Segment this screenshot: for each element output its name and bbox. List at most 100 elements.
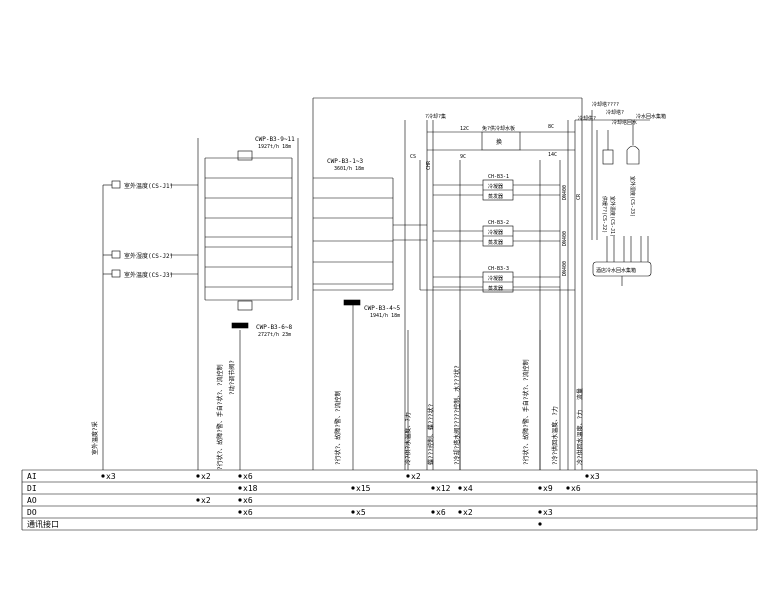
io-point-count: x2 <box>201 472 211 481</box>
top-label-3: 冷却供? <box>578 115 596 122</box>
signal-note-texts: 室外温度?采 ?行状?、故障?警、手自?状?、?流控制 ?动?调节阀? ?行状?… <box>91 359 584 470</box>
pump-b-top-spec: 3601/h 18m <box>334 166 364 172</box>
note-cold-return: 冷?供回水温度、?力 <box>576 410 584 465</box>
io-point-dot <box>351 486 355 490</box>
chiller-3-label: CH-B3-3 <box>488 266 509 272</box>
pipe-label-dn400-3: DN400 <box>562 261 568 276</box>
io-point-count: x9 <box>543 484 553 493</box>
io-point-count: x6 <box>243 496 253 505</box>
note-tower-valve: ?冷却?塔水阀?????控制、水???状? <box>453 365 461 465</box>
io-point-count: x3 <box>543 508 553 517</box>
note-chilled-temp: 冷?供?水温度、?力 <box>404 412 412 465</box>
right-vlabel-2: 室外温度(CS-J1) <box>609 196 616 237</box>
io-point-count: x2 <box>411 472 421 481</box>
storage-tank <box>626 145 640 165</box>
pump-b-bottom-label: CWP-B3-4~5 <box>364 305 401 312</box>
pipe-label-9c: 9C <box>460 154 466 160</box>
io-point-dot <box>431 510 435 514</box>
heat-exchanger-box <box>481 131 521 151</box>
note-flow: 流量 <box>576 388 584 400</box>
io-point-dot <box>458 510 462 514</box>
pump-a-bottom-spec: 2727t/h 23m <box>258 332 291 338</box>
pipe-label-8c: 8C <box>548 124 554 130</box>
heat-exchanger-sub: 换 <box>496 138 502 146</box>
pipe-vertical-labels: DN400 DN400 DN400 CHR CR 供暖??(CS-J2) 室外温… <box>426 160 636 276</box>
io-point-count: x12 <box>436 484 451 493</box>
io-point-dot <box>566 486 570 490</box>
sensor-label-3: 室外温度(CS-J3) <box>124 271 173 279</box>
row-label: DO <box>27 508 37 517</box>
chiller-1-label: CH-B3-1 <box>488 174 509 180</box>
note-cold-supply: ?冷?供回水温度、?力 <box>551 406 559 465</box>
io-point-dot <box>406 474 410 478</box>
io-point-dot <box>238 486 242 490</box>
right-vlabel-1: 供暖??(CS-J2) <box>601 196 608 233</box>
chiller-1-evap: 蒸发器 <box>488 193 503 200</box>
top-label-1: 冷却塔???? <box>592 101 619 108</box>
chiller-1-cond: 冷凝器 <box>488 183 503 190</box>
chiller-3-evap: 蒸发器 <box>488 285 503 292</box>
return-tank-label: 酒店冷水回水集箱 <box>596 267 636 274</box>
pipe-label-chr: CHR <box>426 160 432 170</box>
io-point-count: x2 <box>201 496 211 505</box>
row-label: DI <box>27 484 37 493</box>
io-point-dot <box>238 474 242 478</box>
signal-notes <box>239 305 541 470</box>
sensor-label-1: 室外温度(CS-J1) <box>124 182 173 190</box>
io-point-dot <box>351 510 355 514</box>
io-point-count: x6 <box>571 484 581 493</box>
io-point-count: x18 <box>243 484 258 493</box>
sensor-box-2 <box>111 250 121 259</box>
pump-indicator-b <box>343 299 361 306</box>
io-point-dot <box>238 498 242 502</box>
pump-a-top-label: CWP-B3-9~11 <box>255 136 295 143</box>
heat-exchanger-label: 免?供冷却水板 <box>482 125 515 132</box>
pipe-label-cs: CS <box>410 154 416 160</box>
pump-b-top-label: CWP-B3-1~3 <box>327 158 364 165</box>
io-point-dot <box>538 510 542 514</box>
io-point-count: x4 <box>463 484 473 493</box>
io-point-count: x3 <box>106 472 116 481</box>
io-point-dot <box>196 498 200 502</box>
io-point-dot <box>538 486 542 490</box>
chiller-pipes <box>433 184 560 288</box>
note-valve: ?动?调节阀? <box>228 360 236 395</box>
io-table-grid <box>21 469 758 531</box>
note-pump-a-status: ?行状?、故障?警、手自?状?、?流控制 <box>216 364 224 470</box>
schematic <box>21 97 758 531</box>
diagram-labels: 室外温度(CS-J1) 室外湿度(CS-J2) 室外温度(CS-J3) CWP-… <box>124 101 666 338</box>
io-point-count: x2 <box>463 508 473 517</box>
pump-b-bottom-spec: 1941/h 18m <box>370 313 400 319</box>
io-point-dot <box>101 474 105 478</box>
sensor-box-1 <box>111 180 121 189</box>
row-label: 通讯接口 <box>27 519 59 529</box>
io-point-dot <box>431 486 435 490</box>
io-point-count: x5 <box>356 508 366 517</box>
top-label-5: 冷水回水集箱 <box>636 113 666 120</box>
pipe-label-dn400-2: DN400 <box>562 231 568 246</box>
io-point-dot <box>238 510 242 514</box>
note-chiller-status: ?行状?、故障?警、手自?状?、?流控制 <box>522 359 530 465</box>
header-note: ?冷却?集 <box>425 113 446 120</box>
pump-a-top-spec: 1927t/h 18m <box>258 144 291 150</box>
io-point-dot <box>196 474 200 478</box>
sensor-label-2: 室外湿度(CS-J2) <box>124 252 173 260</box>
io-point-dot <box>585 474 589 478</box>
io-point-count: x3 <box>590 472 600 481</box>
comm-interface-dot <box>538 522 542 526</box>
io-point-count: x6 <box>243 508 253 517</box>
chiller-3-cond: 冷凝器 <box>488 275 503 282</box>
note-butterfly: 蝶???控制、蝶???状? <box>427 403 435 465</box>
row-label: AI <box>27 472 37 481</box>
note-outdoor-temp: 室外温度?采 <box>91 421 99 455</box>
note-pump-b-status: ?行状?、故障?警、?流控制 <box>334 391 342 465</box>
io-point-count: x15 <box>356 484 371 493</box>
chiller-2-label: CH-B3-2 <box>488 220 509 226</box>
top-label-4: 冷却塔回水 <box>612 119 637 126</box>
chiller-2-cond: 冷凝器 <box>488 229 503 236</box>
pump-rows-a <box>205 177 292 288</box>
pipe-label-12c: 12C <box>460 126 469 132</box>
row-label: AO <box>27 496 37 505</box>
